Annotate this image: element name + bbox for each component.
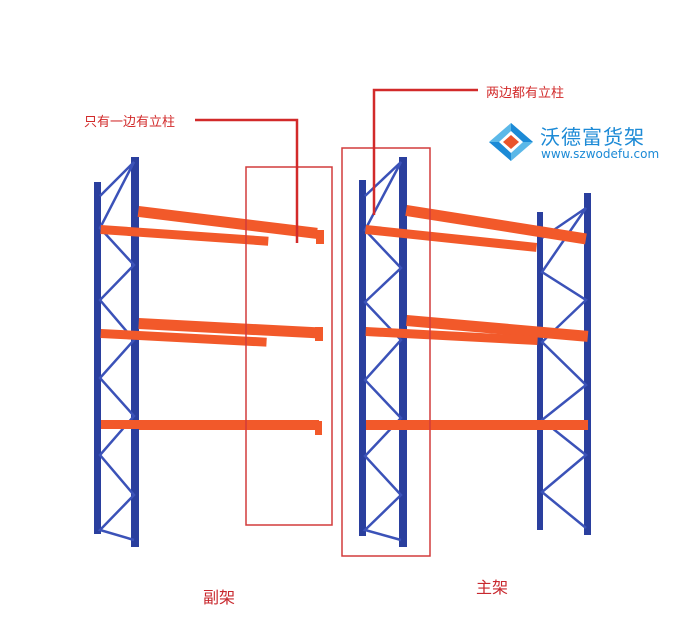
- upright-bracing: [539, 206, 589, 529]
- upright-post: [94, 182, 101, 534]
- highlight-box-single-side: [245, 166, 333, 526]
- auxiliary-rack-caption: 副架: [203, 588, 236, 607]
- beam: [365, 225, 538, 252]
- beam: [365, 326, 538, 345]
- beam: [406, 315, 589, 342]
- upright-bracing: [362, 161, 403, 542]
- main-rack: [359, 157, 591, 547]
- beam: [366, 420, 588, 430]
- beam: [138, 318, 319, 339]
- upright-post: [131, 157, 139, 547]
- callout-both-sides-label: 两边都有立柱: [486, 86, 565, 101]
- beam: [137, 206, 318, 239]
- callout-line-right: [372, 88, 478, 215]
- upright-bracing: [97, 161, 136, 542]
- beam: [139, 420, 319, 430]
- upright-post: [537, 212, 543, 530]
- beam-connector: [315, 421, 322, 435]
- upright-post: [584, 193, 591, 535]
- beam: [101, 420, 141, 429]
- auxiliary-rack: [94, 157, 324, 547]
- diamond-logo-icon: [489, 123, 533, 161]
- callout-single-side-label: 只有一边有立柱: [84, 115, 176, 130]
- beam: [100, 225, 269, 246]
- main-rack-caption: 主架: [476, 578, 509, 597]
- beam-connector: [315, 327, 323, 341]
- beam: [100, 328, 267, 347]
- beam: [405, 204, 587, 245]
- brand-website: www.szwodefu.com: [541, 147, 660, 161]
- callout-line-left: [195, 118, 299, 243]
- upright-post: [399, 157, 407, 547]
- beam-connector: [316, 230, 324, 244]
- upright-post: [359, 180, 366, 536]
- highlight-box-both-sides: [341, 147, 431, 557]
- brand-name: 沃德富货架: [540, 125, 645, 149]
